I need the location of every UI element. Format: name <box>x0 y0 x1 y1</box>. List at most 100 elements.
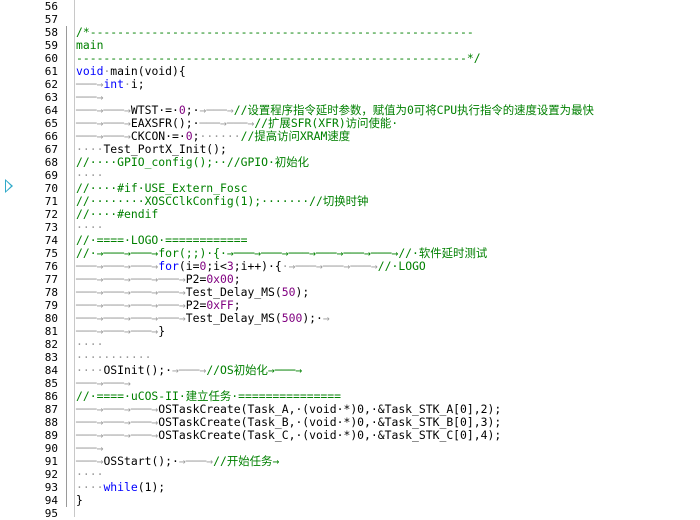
code-line[interactable]: 93····while(1); <box>0 481 700 494</box>
code-token: ;· <box>185 103 200 117</box>
code-text[interactable]: ···· <box>76 169 103 182</box>
code-line[interactable]: 79───→───→───→───→P2=0xFF; <box>0 299 700 312</box>
code-line[interactable]: 95 <box>0 507 700 520</box>
code-text[interactable]: ───→───→───→───→P2=0xFF; <box>76 299 241 312</box>
code-line[interactable]: 64───→───→WTST·=·0;·→───→//设置程序指令延时参数，赋值… <box>0 104 700 117</box>
code-text[interactable]: ───→───→───→───→Test_Delay_MS(500);·→ <box>76 312 330 325</box>
code-text[interactable]: ───→───→───→OSTaskCreate(Task_A,·(void·*… <box>76 403 501 416</box>
code-text[interactable]: ···· <box>76 221 103 234</box>
code-line[interactable]: 67····Test_PortX_Init(); <box>0 143 700 156</box>
fold-guide <box>66 468 67 481</box>
code-line[interactable]: 81───→───→───→} <box>0 325 700 338</box>
code-text[interactable]: main <box>76 39 103 52</box>
code-token: 0 <box>178 103 186 117</box>
code-line[interactable]: 58/*------------------------------------… <box>0 26 700 39</box>
fold-guide <box>66 273 67 286</box>
code-line[interactable]: 84····OSInit();·→───→//OS初始化→───→ <box>0 364 700 377</box>
code-text[interactable]: ───→───→───→} <box>76 325 165 338</box>
code-text[interactable]: ───→───→───→───→Test_Delay_MS(50); <box>76 286 309 299</box>
code-line[interactable]: 65───→───→EAXSFR();·───→───→//扩展SFR(XFR)… <box>0 117 700 130</box>
code-line[interactable]: 90───→ <box>0 442 700 455</box>
fold-guide <box>66 26 67 39</box>
code-text[interactable]: //····GPIO_config();··//GPIO·初始化 <box>76 156 309 169</box>
code-text[interactable]: ───→ <box>76 91 103 104</box>
code-text[interactable]: ····while(1); <box>76 481 165 494</box>
fold-guide <box>66 234 67 247</box>
code-line[interactable]: 80───→───→───→───→Test_Delay_MS(500);·→ <box>0 312 700 325</box>
code-line[interactable]: 62───→int·i; <box>0 78 700 91</box>
code-text[interactable]: ───→───→───→───→P2=0x00; <box>76 273 241 286</box>
code-text[interactable]: /*--------------------------------------… <box>76 26 474 39</box>
code-line[interactable]: 63───→ <box>0 91 700 104</box>
code-text[interactable]: //·→───→───→for(;;)·{·→───→───→───→───→─… <box>76 247 487 260</box>
fold-guide <box>66 364 67 377</box>
code-line[interactable]: 86//·====·uCOS-II·建立任务·=============== <box>0 390 700 403</box>
code-token: Test_PortX_Init(); <box>103 142 227 156</box>
code-line[interactable]: 66───→───→CKCON·=·0;······//提高访问XRAM速度 <box>0 130 700 143</box>
code-line[interactable]: 69···· <box>0 169 700 182</box>
code-text[interactable]: ───→ <box>76 442 103 455</box>
code-line[interactable]: 85───→───→ <box>0 377 700 390</box>
code-text[interactable]: ───→───→───→OSTaskCreate(Task_C,·(void·*… <box>76 429 501 442</box>
code-text[interactable]: void·main(void){ <box>76 65 186 78</box>
code-text[interactable]: ───→───→CKCON·=·0;······//提高访问XRAM速度 <box>76 130 350 143</box>
code-text[interactable]: //·====·LOGO·============ <box>76 234 247 247</box>
code-line[interactable]: 82···· <box>0 338 700 351</box>
code-text[interactable]: ───→───→EAXSFR();·───→───→//扩展SFR(XFR)访问… <box>76 117 398 130</box>
code-text[interactable]: ───→OSStart();·→───→//开始任务→ <box>76 455 279 468</box>
code-line[interactable]: 88 ───→───→───→OSTaskCreate(Task_B,·(void… <box>0 416 700 429</box>
code-text[interactable]: //····#if·USE_Extern_Fosc <box>76 182 247 195</box>
code-line[interactable]: 56 <box>0 0 700 13</box>
code-line[interactable]: 72//····#endif <box>0 208 700 221</box>
code-line[interactable]: 74//·====·LOGO·============ <box>0 234 700 247</box>
code-line[interactable]: 91───→OSStart();·→───→//开始任务→ <box>0 455 700 468</box>
line-number: 88 <box>44 416 58 429</box>
code-token: →───→ <box>178 454 214 468</box>
code-token: OSTaskCreate(Task_A,·(void·*)0,·&Task_ST… <box>158 402 502 416</box>
code-line[interactable]: 57 <box>0 13 700 26</box>
code-line[interactable]: 78───→───→───→───→Test_Delay_MS(50); <box>0 286 700 299</box>
fold-guide <box>66 338 67 351</box>
code-token: //·====·uCOS-II·建立任务·=============== <box>76 389 342 403</box>
code-token: ···· <box>76 363 104 377</box>
code-line[interactable]: 68//····GPIO_config();··//GPIO·初始化 <box>0 156 700 169</box>
code-line[interactable]: 60--------------------------------------… <box>0 52 700 65</box>
fold-guide <box>66 481 67 494</box>
code-line[interactable]: 83··········· <box>0 351 700 364</box>
code-text[interactable]: ····OSInit();·→───→//OS初始化→───→ <box>76 364 302 377</box>
code-text[interactable]: ··········· <box>76 351 151 364</box>
code-line[interactable]: 70//····#if·USE_Extern_Fosc <box>0 182 700 195</box>
code-text[interactable]: //·====·uCOS-II·建立任务·=============== <box>76 390 341 403</box>
code-text[interactable]: ···· <box>76 468 103 481</box>
code-token: Test_Delay_MS( <box>185 285 282 299</box>
code-line[interactable]: 75//·→───→───→for(;;)·{·→───→───→───→───… <box>0 247 700 260</box>
code-line[interactable]: 77───→───→───→───→P2=0x00; <box>0 273 700 286</box>
code-line[interactable]: 94} <box>0 494 700 507</box>
code-line[interactable]: 76───→───→───→for(i=0;i<3;i++)·{·→───→──… <box>0 260 700 273</box>
code-text[interactable]: ····Test_PortX_Init(); <box>76 143 227 156</box>
code-token: ···· <box>76 480 104 494</box>
code-line[interactable]: 92···· <box>0 468 700 481</box>
code-line[interactable]: 71//········XOSCClkConfig(1);·······//切换… <box>0 195 700 208</box>
fold-guide <box>66 455 67 468</box>
code-line[interactable]: 87───→───→───→OSTaskCreate(Task_A,·(void… <box>0 403 700 416</box>
fold-guide <box>66 299 67 312</box>
code-text[interactable]: ───→───→───→for(i=0;i<3;i++)·{·→───→───→… <box>76 260 426 273</box>
code-text[interactable]: ───→───→───→OSTaskCreate(Task_B,·(void·*… <box>76 416 501 429</box>
code-line[interactable]: 89───→───→───→OSTaskCreate(Task_C,·(void… <box>0 429 700 442</box>
code-text[interactable]: ───→───→WTST·=·0;·→───→//设置程序指令延时参数，赋值为0… <box>76 104 594 117</box>
code-text[interactable]: ───→───→ <box>76 377 131 390</box>
code-text[interactable]: ----------------------------------------… <box>76 52 481 65</box>
code-token: );· <box>302 311 323 325</box>
code-text[interactable]: ───→int·i; <box>76 78 145 91</box>
code-line[interactable]: 73···· <box>0 221 700 234</box>
code-text[interactable]: } <box>76 494 83 507</box>
code-text[interactable]: //········XOSCClkConfig(1);·······//切换时钟 <box>76 195 368 208</box>
breakpoint-margin[interactable] <box>0 0 18 517</box>
code-text[interactable]: //····#endif <box>76 208 158 221</box>
code-token: OSTaskCreate(Task_B,·(void·*)0,·&Task_ST… <box>158 415 502 429</box>
code-text[interactable]: ···· <box>76 338 103 351</box>
